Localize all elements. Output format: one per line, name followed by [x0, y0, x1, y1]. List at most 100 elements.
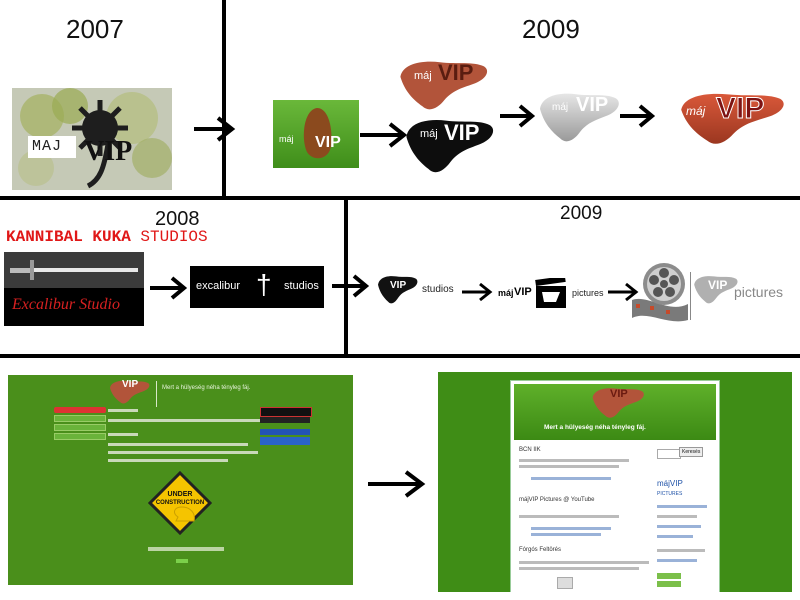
logo-green-majvip: máj VIP	[273, 100, 359, 168]
liver-icon	[303, 108, 332, 159]
old-menu-item[interactable]	[54, 433, 106, 440]
post-line	[531, 527, 611, 530]
old-right-widget[interactable]	[260, 437, 310, 445]
filmreel-logo-text: pictures	[734, 284, 784, 300]
screenshot-old-site: VIP Mert a hülyeség néha tényleg fáj. UN…	[8, 375, 353, 585]
divider-horizontal-1	[0, 196, 800, 200]
search-box[interactable]	[657, 449, 681, 459]
divider-vertical-top	[222, 0, 226, 198]
sidebar-line	[657, 515, 697, 518]
old-footer-bar	[148, 547, 224, 551]
arrow-icon	[500, 104, 536, 128]
film-reel-icon	[632, 263, 688, 322]
logo-excalibur-studios: excalibur † studios	[190, 266, 324, 308]
sidebar-line	[657, 535, 693, 538]
under-text: UNDER	[167, 491, 193, 498]
old-menu-item[interactable]	[54, 415, 106, 422]
cross-icon: †	[256, 269, 272, 300]
post-line	[519, 515, 619, 518]
old-site-menu	[54, 407, 106, 440]
arrow-icon	[150, 276, 188, 300]
year-2007: 2007	[66, 14, 124, 44]
studios-logo-vip: VIP	[390, 280, 407, 291]
logo-filmreel-pictures: VIP pictures	[628, 260, 792, 326]
logo-2007-maj: MAJ	[32, 138, 63, 155]
green-logo-vip: VIP	[315, 134, 341, 151]
post3-title[interactable]: Fórgós Feltörés	[519, 547, 562, 553]
old-menu-item[interactable]	[54, 424, 106, 431]
red-logo-vip: VIP	[715, 92, 765, 126]
post-image	[557, 577, 573, 589]
old-site-vip: VIP	[122, 379, 139, 390]
sidebar-line	[657, 549, 705, 552]
post2-title[interactable]: májVIP Pictures @ YouTube	[519, 497, 595, 503]
old-right-widget[interactable]	[260, 417, 310, 423]
old-right-widget[interactable]	[260, 407, 312, 417]
logo-liver-red: máj VIP	[676, 90, 786, 152]
post-line	[519, 465, 619, 468]
sidebar-line	[657, 559, 697, 562]
flower-icon	[12, 88, 172, 190]
pictures-logo-text: pictures	[572, 288, 604, 298]
filmreel-logo-vip: VIP	[708, 278, 728, 292]
old-menu-item[interactable]	[54, 407, 106, 413]
arrow-icon	[194, 116, 236, 142]
sidebar-badge	[657, 573, 681, 579]
divider-horizontal-2	[0, 354, 800, 358]
post-line	[519, 459, 629, 462]
new-site-slogan: Mert a hülyeség néha tényleg fáj.	[544, 424, 646, 431]
year-2009-middle: 2009	[560, 203, 603, 224]
year-2009-top: 2009	[522, 14, 580, 44]
post-line	[519, 567, 639, 570]
new-site-vip: VIP	[610, 388, 628, 400]
screenshot-new-site: VIP Mert a hülyeség néha tényleg fáj. BC…	[438, 372, 792, 592]
kannibal-title: KANNIBAL KUKA STUDIOS	[6, 228, 208, 246]
old-site-slogan: Mert a hülyeség néha tényleg fáj.	[162, 385, 251, 391]
green-logo-maj: máj	[279, 134, 294, 144]
brown-logo-vip: VIP	[438, 60, 474, 85]
year-2008: 2008	[155, 208, 200, 230]
logo-excalibur-sword: Excalibur Studio	[4, 252, 144, 326]
new-site-header: VIP Mert a hülyeség néha tényleg fáj.	[514, 384, 716, 440]
post1-title[interactable]: BCN IIK	[519, 447, 541, 453]
logo-majvip-studios: VIP studios	[376, 274, 458, 306]
excalibur-plain-text: excalibur	[196, 280, 241, 292]
post-line	[531, 477, 611, 480]
new-site-page: VIP Mert a hülyeség néha tényleg fáj. BC…	[510, 380, 720, 592]
logo-2007: MAJ VIP	[12, 88, 172, 190]
kannibal-title-a: KANNIBAL KUKA	[6, 228, 141, 246]
under-construction-sign: UNDER CONSTRUCTION	[147, 470, 213, 536]
sidebar-line	[657, 525, 701, 528]
black-logo-maj: máj	[420, 128, 438, 140]
sidebar-badge	[657, 581, 681, 587]
arrow-icon	[462, 282, 493, 302]
old-footer-badge	[176, 559, 188, 563]
pictures-logo-maj: máj	[498, 288, 514, 298]
logo-liver-brown: máj VIP	[396, 58, 492, 120]
logo-majvip-pictures: máj VIP pictures	[498, 276, 610, 312]
logo-liver-grey: máj VIP	[536, 90, 624, 148]
excalibur-studios-text: studios	[284, 280, 319, 292]
brown-logo-maj: máj	[414, 70, 432, 82]
clapper-icon	[535, 278, 566, 308]
post-line	[519, 561, 649, 564]
pictures-logo-vip: VIP	[514, 286, 532, 298]
sidebar-brand: májVIP	[657, 479, 683, 488]
divider-vertical-middle	[344, 198, 348, 356]
search-button[interactable]: Keresés	[679, 447, 704, 457]
grey-logo-vip: VIP	[576, 94, 609, 116]
studios-logo-text: studios	[422, 284, 454, 295]
construction-icon	[147, 470, 213, 536]
grey-logo-maj: máj	[552, 102, 569, 113]
red-logo-maj: máj	[686, 104, 706, 118]
sidebar-brand-2: PICTURES	[657, 491, 683, 497]
arrow-icon	[368, 470, 426, 498]
post-line	[531, 533, 601, 536]
old-site-header-divider	[156, 381, 157, 407]
sword-icon	[4, 252, 144, 288]
arrow-icon	[360, 122, 408, 148]
black-logo-vip: VIP	[444, 120, 480, 145]
logo-2007-vip: VIP	[84, 136, 133, 167]
arrow-icon	[332, 274, 370, 298]
old-right-widget[interactable]	[260, 429, 310, 435]
